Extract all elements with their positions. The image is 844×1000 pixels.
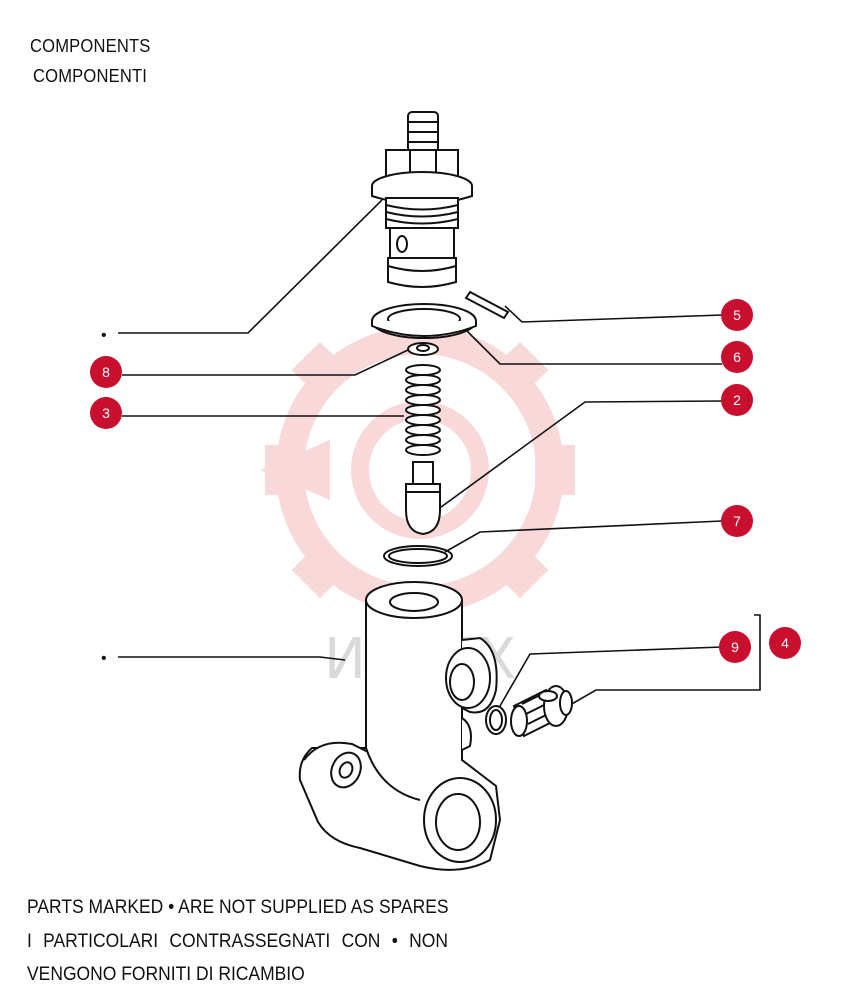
- plug-part-4: [510, 685, 573, 738]
- title-italian: COMPONENTI: [33, 66, 148, 86]
- oring-part-7: [383, 545, 453, 567]
- spring-part-3: [405, 364, 441, 456]
- svg-text:7: 7: [733, 513, 741, 529]
- valve-cartridge: [371, 111, 473, 288]
- callout-badge-2: 2: [721, 384, 753, 416]
- svg-text:9: 9: [731, 639, 739, 655]
- svg-text:2: 2: [733, 392, 741, 408]
- svg-text:5: 5: [733, 307, 741, 323]
- callout-badge-3: 3: [90, 397, 122, 429]
- svg-text:4: 4: [781, 635, 789, 651]
- pin-part-5: [464, 290, 510, 320]
- bullet-marker-body: •: [101, 650, 107, 667]
- leader-lines: [118, 199, 761, 710]
- footer-note-english: PARTS MARKED • ARE NOT SUPPLIED AS SPARE…: [27, 897, 449, 918]
- ring-part-8: [407, 342, 439, 356]
- title-english: COMPONENTS: [30, 36, 151, 56]
- seal-part-9: [485, 705, 507, 735]
- svg-text:6: 6: [733, 349, 741, 365]
- callout-badge-4: 4: [769, 627, 801, 659]
- callout-badge-5: 5: [721, 299, 753, 331]
- plunger-part-2: [405, 461, 441, 536]
- callout-badge-8: 8: [90, 356, 122, 388]
- bullet-marker-top: •: [101, 327, 107, 344]
- footer-note-italian-line1: I PARTICOLARI CONTRASSEGNATI CON • NON: [27, 931, 448, 952]
- footer-note-italian-line2: VENGONO FORNITI DI RICAMBIO: [27, 964, 305, 985]
- valve-body: [298, 581, 502, 871]
- callout-badge-9: 9: [719, 631, 751, 663]
- callout-badge-7: 7: [721, 505, 753, 537]
- svg-text:8: 8: [102, 364, 110, 380]
- svg-text:3: 3: [102, 405, 110, 421]
- washer-part-6: [371, 303, 477, 339]
- callout-badge-6: 6: [721, 341, 753, 373]
